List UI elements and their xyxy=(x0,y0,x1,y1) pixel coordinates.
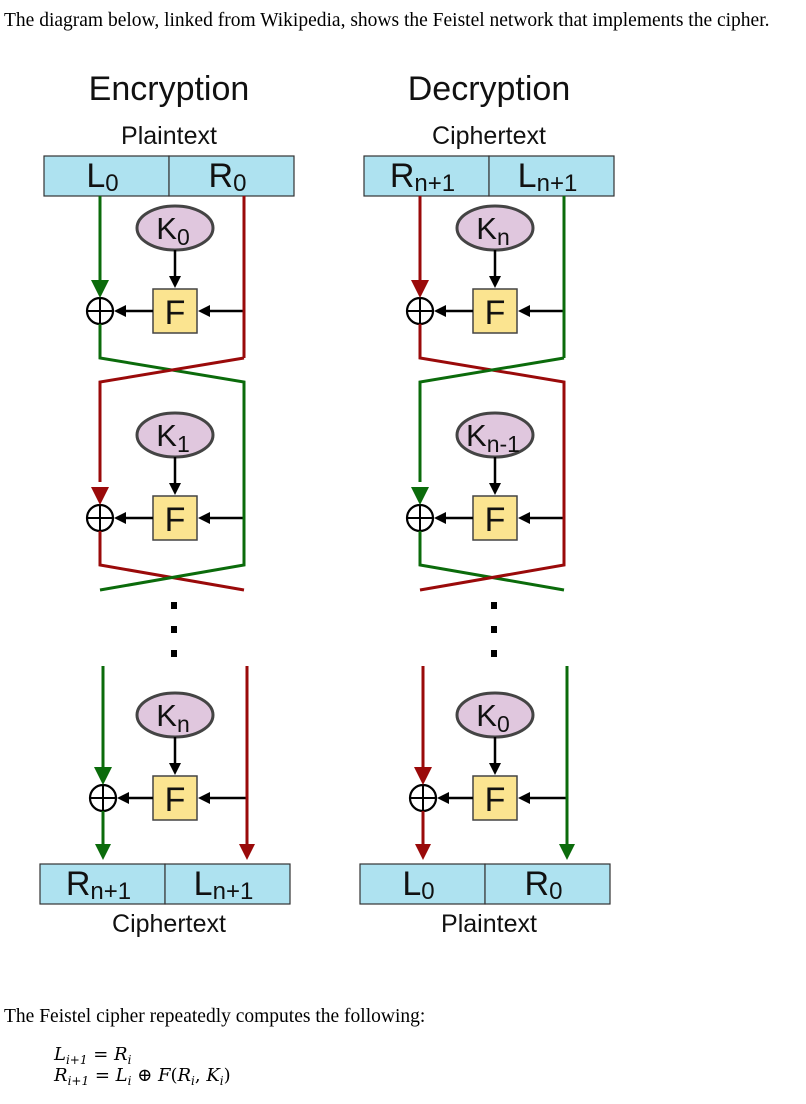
dec-right-out-arrow xyxy=(559,844,575,860)
dec-cross-2b xyxy=(419,515,566,592)
dec-function-box xyxy=(472,775,518,821)
enc-round-3: KnF xyxy=(88,691,247,821)
enc-f-to-xor-arrow xyxy=(114,512,126,524)
dec-output-block-l0 xyxy=(359,863,486,905)
dec-round-3: K0F xyxy=(408,691,567,821)
dec-ellipsis-dot-2 xyxy=(491,626,497,633)
dec-output-block-label: L0 xyxy=(402,865,434,905)
enc-right-to-f-arrow xyxy=(198,792,210,804)
enc-round-key-label: Kn xyxy=(156,698,189,737)
enc-output-block-lnplus1 xyxy=(164,863,291,905)
dec-left-into-xor-arrow xyxy=(411,280,429,298)
enc-left-into-xor-arrow xyxy=(91,280,109,298)
dec-left-out-arrow xyxy=(415,844,431,860)
dec-input-label: Ciphertext xyxy=(432,122,546,150)
dec-function-box xyxy=(472,288,518,334)
dec-round-2: Kn-1F xyxy=(405,411,564,541)
dec-key-to-f-arrow xyxy=(489,276,501,288)
intro-paragraph: The diagram below, linked from Wikipedia… xyxy=(4,10,770,31)
enc-output-block-label: Rn+1 xyxy=(66,865,131,905)
equation-1: Li+1 = Ri xyxy=(54,1044,132,1067)
dec-title: Decryption xyxy=(408,70,571,108)
dec-f-to-xor-arrow xyxy=(434,512,446,524)
enc-round-key-label: K0 xyxy=(156,211,189,250)
dec-ellipsis-dot-1 xyxy=(491,602,497,609)
dec-key-to-f-arrow xyxy=(489,763,501,775)
dec-cross-2a xyxy=(418,531,565,592)
dec-input-block-label: Ln+1 xyxy=(518,157,578,197)
enc-key-to-f-arrow xyxy=(169,276,181,288)
enc-ellipsis-dot-2 xyxy=(171,626,177,633)
dec-round-key-label: K0 xyxy=(476,698,509,737)
enc-right-out-arrow xyxy=(239,844,255,860)
enc-round-1: K0F xyxy=(85,204,244,334)
dec-output-block-label: R0 xyxy=(525,865,563,905)
enc-cross-1b xyxy=(98,356,245,482)
dec-right-to-f-arrow xyxy=(518,305,530,317)
enc-function-label: F xyxy=(165,501,186,539)
dec-input-block-lnplus1 xyxy=(488,155,615,197)
enc-function-label: F xyxy=(165,781,186,819)
enc-input-block-label: L0 xyxy=(86,157,118,197)
dec-cross-1b xyxy=(418,356,565,482)
enc-input-block-label: R0 xyxy=(209,157,247,197)
enc-function-label: F xyxy=(165,294,186,332)
enc-input-blocks: L0 R0 xyxy=(43,155,295,197)
enc-key-to-f-arrow xyxy=(169,763,181,775)
dec-input-block-rnplus1 xyxy=(363,155,490,197)
dec-ellipsis-dot-3 xyxy=(491,650,497,657)
enc-f-to-xor-arrow xyxy=(117,792,129,804)
dec-input-blocks: Rn+1 Ln+1 xyxy=(363,155,615,197)
enc-output-label: Ciphertext xyxy=(112,910,226,938)
enc-round-key-label: K1 xyxy=(156,418,189,457)
enc-output-block-rnplus1 xyxy=(39,863,166,905)
enc-left-into-xor-arrow xyxy=(94,767,112,785)
outro-paragraph: The Feistel cipher repeatedly computes t… xyxy=(4,1006,426,1027)
equation-2: Ri+1 = Li ⊕ F(Ri, Ki) xyxy=(54,1065,231,1088)
dec-round-1: KnF xyxy=(405,204,564,334)
enc-f-to-xor-arrow xyxy=(114,305,126,317)
dec-left-into-xor-arrow xyxy=(411,487,429,505)
dec-f-to-xor-arrow xyxy=(437,792,449,804)
dec-output-block-r0 xyxy=(484,863,611,905)
enc-input-label: Plaintext xyxy=(121,122,217,150)
enc-right-to-f-arrow xyxy=(198,512,210,524)
dec-key-to-f-arrow xyxy=(489,483,501,495)
enc-left-into-xor-arrow xyxy=(91,487,109,505)
dec-output-blocks: L0 R0 xyxy=(359,863,611,905)
dec-round-key-label: Kn xyxy=(476,211,509,250)
dec-function-label: F xyxy=(485,501,506,539)
dec-round-key-label: Kn-1 xyxy=(466,418,520,457)
enc-round-2: K1F xyxy=(85,411,244,541)
enc-input-block-r0 xyxy=(168,155,295,197)
enc-title: Encryption xyxy=(89,70,250,108)
enc-cross-2a xyxy=(98,531,245,592)
dec-input-block-label: Rn+1 xyxy=(390,157,455,197)
enc-output-blocks: Rn+1 Ln+1 xyxy=(39,863,291,905)
enc-left-out-arrow xyxy=(95,844,111,860)
dec-f-to-xor-arrow xyxy=(434,305,446,317)
enc-ellipsis-dot-3 xyxy=(171,650,177,657)
dec-left-into-xor-arrow xyxy=(414,767,432,785)
enc-right-to-f-arrow xyxy=(198,305,210,317)
dec-output-label: Plaintext xyxy=(441,910,537,938)
enc-ellipsis-dot-1 xyxy=(171,602,177,609)
enc-output-block-label: Ln+1 xyxy=(194,865,254,905)
enc-cross-2b xyxy=(99,515,246,592)
dec-right-to-f-arrow xyxy=(518,792,530,804)
dec-function-label: F xyxy=(485,294,506,332)
dec-function-label: F xyxy=(485,781,506,819)
dec-right-to-f-arrow xyxy=(518,512,530,524)
enc-key-to-f-arrow xyxy=(169,483,181,495)
